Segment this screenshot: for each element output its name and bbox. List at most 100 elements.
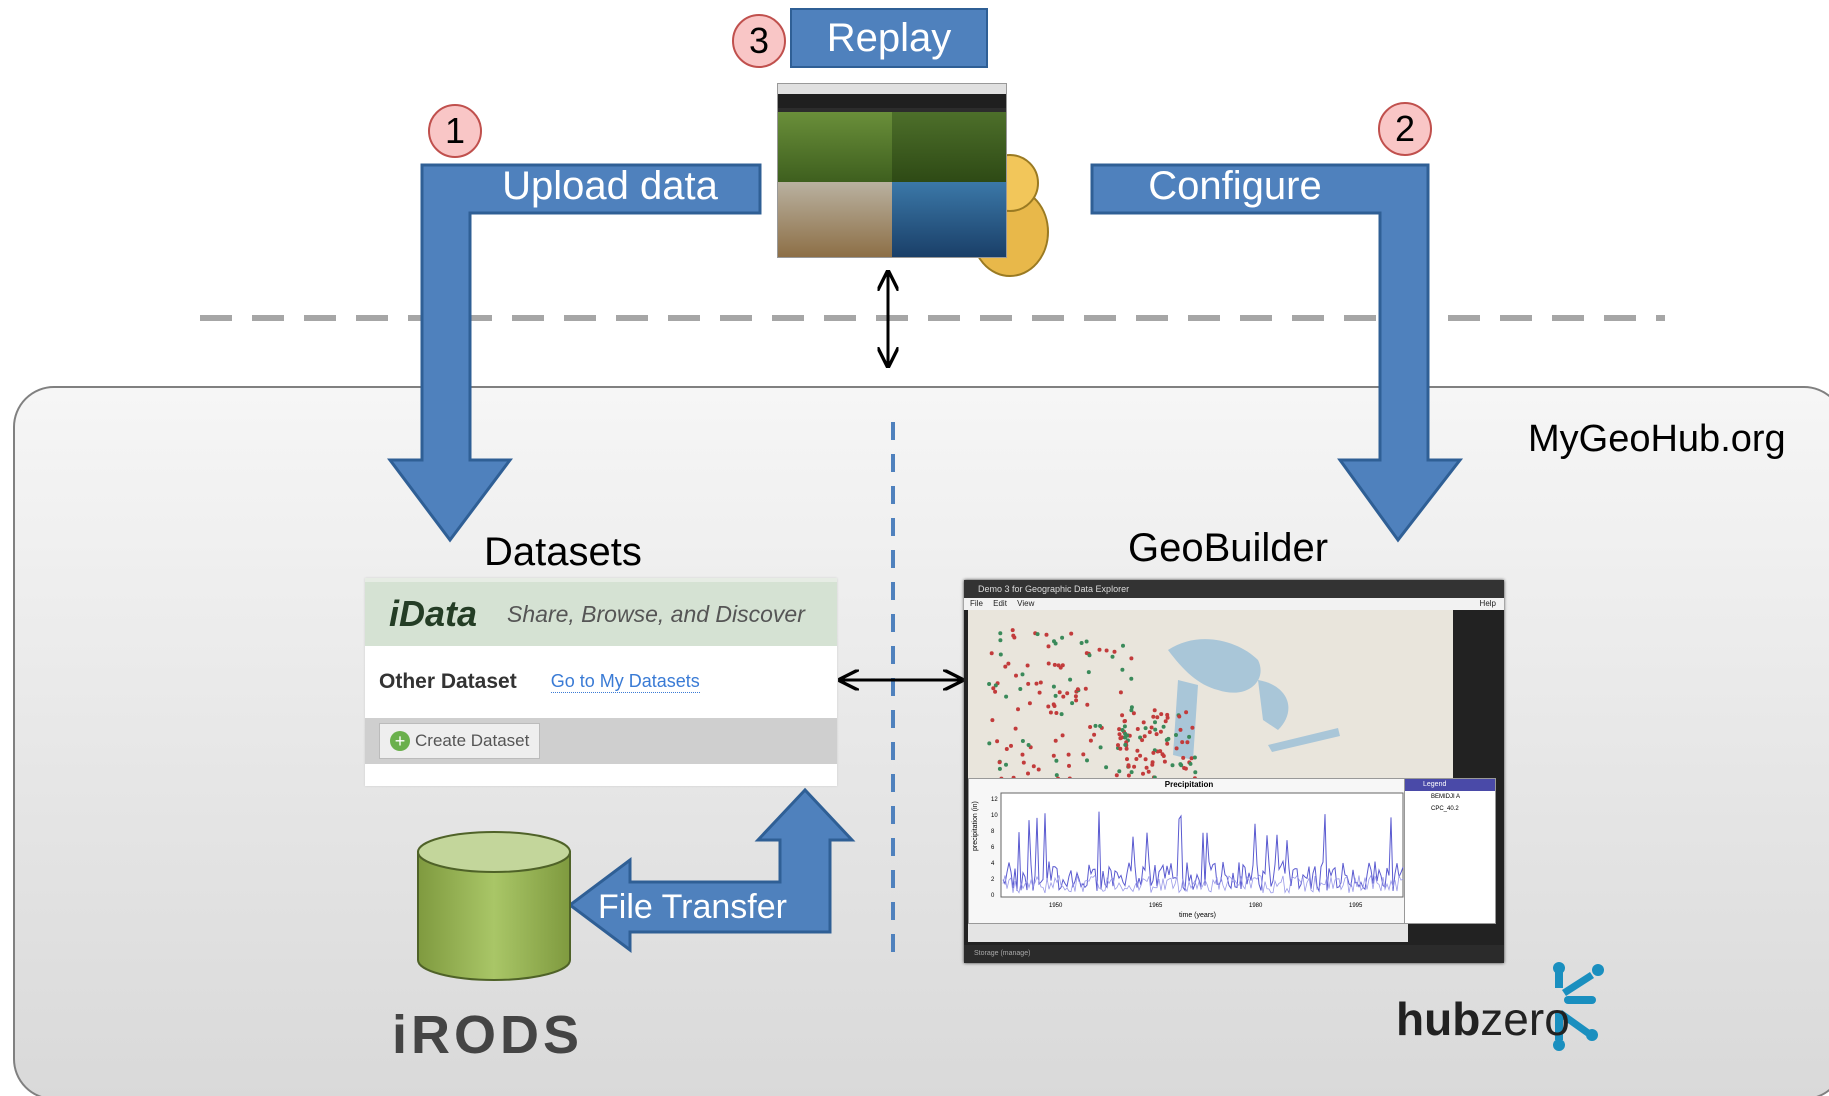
station-dot [1058,665,1063,670]
station-dot [1126,763,1131,768]
station-dot [1018,687,1023,691]
irods-logo: iRODS [392,1005,584,1065]
station-dot [1154,732,1159,737]
hubzero-logo-light: zero [1480,993,1570,1045]
station-dot [1020,752,1025,757]
x-axis-label: time (years) [1179,912,1216,919]
station-dot [995,739,1000,744]
station-dot [1054,711,1059,715]
y-tick-label: 4 [991,861,995,867]
menu-edit[interactable]: Edit [993,599,1007,608]
station-dot [1044,632,1049,637]
station-dot [1161,754,1166,758]
station-dot [1046,661,1051,666]
image-tile-grass [778,112,892,182]
station-dot [1067,763,1071,768]
station-dot [1053,738,1058,743]
station-dot [1125,757,1129,762]
station-dot [1181,755,1186,760]
legend-item-2[interactable]: CPC_40.2 [1431,806,1459,812]
station-dot [1143,726,1148,731]
station-dot [1174,733,1178,737]
station-dot [1127,733,1132,738]
station-dot [1114,773,1119,778]
station-dot [1117,769,1122,774]
menu-view[interactable]: View [1017,599,1035,608]
station-dot [1192,755,1197,760]
y-tick-label: 2 [991,877,995,883]
station-dot [1060,733,1065,738]
station-dot [1142,734,1147,739]
station-dot [1051,684,1056,689]
geobuilder-map[interactable] [968,610,1453,790]
go-to-my-datasets-link[interactable]: Go to My Datasets [550,671,700,693]
station-dot [997,760,1002,765]
station-dot [1036,767,1041,772]
station-dot [1150,762,1155,767]
station-dot [1026,681,1031,686]
station-dot [1184,710,1189,715]
station-dot [1098,745,1103,750]
station-dot [1026,743,1031,747]
great-lakes-shape [1168,639,1261,693]
station-dot [1129,705,1134,710]
geobuilder-titlebar: Demo 3 for Geographic Data Explorer [964,580,1504,598]
station-dot [1120,713,1125,718]
menu-help[interactable]: Help [1479,599,1496,608]
station-dot [1152,708,1157,713]
station-dot [998,631,1003,636]
station-dot [1059,712,1064,717]
station-dot [1166,736,1171,741]
hubzero-logo-bold: hub [1396,993,1481,1045]
station-dot [1124,746,1129,751]
create-dataset-button[interactable]: + Create Dataset [379,723,541,759]
station-dot [1014,673,1018,678]
station-dot [1087,653,1092,658]
station-dot [1104,648,1109,653]
y-tick-label: 6 [991,845,995,851]
station-dot [1037,690,1042,695]
idata-toolbar: + Create Dataset [365,718,837,764]
station-dot [1085,702,1090,707]
station-dot [1170,763,1175,768]
station-dot [1151,714,1156,719]
replay-button[interactable]: Replay [790,8,988,68]
image-tile-desert [778,182,892,257]
x-tick-label: 1995 [1349,903,1363,909]
station-dot [1118,746,1123,751]
station-dot [1073,694,1078,699]
series-line-1 [1002,811,1404,893]
station-dot [989,651,994,656]
station-dot [1153,727,1158,732]
station-dot [1097,647,1102,652]
file-transfer-label: File Transfer [598,888,787,926]
station-dot [1159,712,1164,717]
y-tick-label: 8 [991,829,995,835]
station-dot [990,718,995,723]
station-dot [1066,752,1071,757]
plot-tool-strip[interactable] [968,924,1408,942]
x-tick-label: 1965 [1149,903,1163,909]
station-dot [1178,727,1183,732]
storage-status[interactable]: Storage (manage) [964,945,1504,963]
irods-cylinder-icon [417,831,571,981]
station-dot [1104,765,1109,770]
station-dot [1163,719,1168,724]
station-dot [1069,631,1074,636]
menu-file[interactable]: File [970,599,983,608]
station-dot [1126,773,1131,778]
hubzero-logo: hubzero [1396,992,1570,1046]
lake-michigan-shape [1173,680,1198,760]
station-dot [1183,766,1188,771]
legend-item-1[interactable]: BEMIDJI A [1431,794,1461,800]
step-3-badge: 3 [732,14,786,68]
station-dot [1057,690,1062,695]
station-dot [1003,664,1008,669]
station-dot [1144,765,1149,770]
geobuilder-caption: GeoBuilder [1128,526,1329,570]
station-dot [1141,720,1146,725]
idata-panel: iData Share, Browse, and Discover Other … [365,578,837,786]
precipitation-plot[interactable]: Precipitation precipitation (in) time (y… [968,778,1410,924]
geobuilder-menubar: File Edit View Help [964,598,1504,610]
